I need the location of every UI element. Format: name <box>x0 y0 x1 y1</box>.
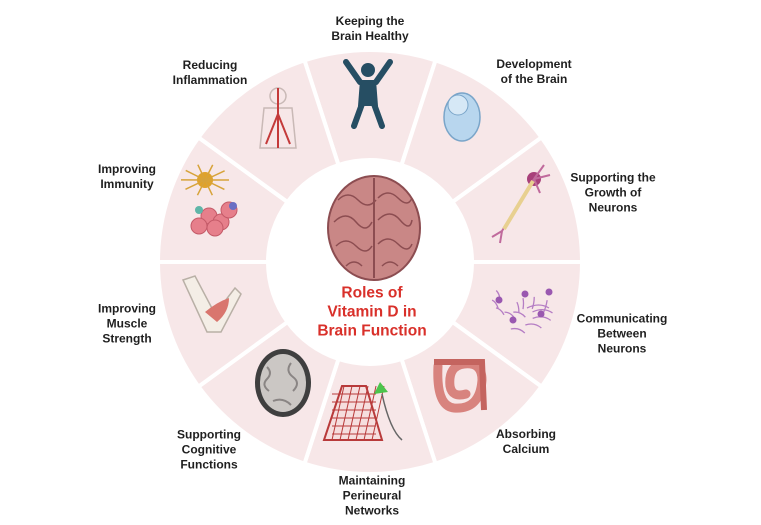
body-vessels-icon <box>259 87 297 149</box>
person-icon <box>343 59 393 129</box>
label-perineural-networks: Maintaining Perineural Networks <box>338 473 406 518</box>
label-muscle-strength: Improving Muscle Strength <box>97 301 157 346</box>
label-development-of-brain: Development of the Brain <box>496 57 572 86</box>
arm-muscle-icon <box>181 275 242 333</box>
brain-scan-icon <box>255 349 311 417</box>
label-cognitive-functions: Supporting Cognitive Functions <box>177 427 241 472</box>
label-growth-of-neurons: Supporting the Growth of Neurons <box>570 170 656 215</box>
label-keeping-brain-healthy: Keeping the Brain Healthy <box>331 14 409 43</box>
perineural-net-icon <box>322 382 403 441</box>
neuron-icon <box>491 164 551 244</box>
neuron-network-icon <box>491 288 553 334</box>
label-communicating-neurons: Communicating Between Neurons <box>576 311 668 356</box>
intestine-icon <box>433 359 487 413</box>
immune-cells-icon <box>180 164 238 237</box>
segment-10 <box>195 57 341 205</box>
center-title: Roles of Vitamin D in Brain Function <box>317 284 427 340</box>
fetus-icon <box>443 92 481 142</box>
label-reducing-inflammation: Reducing Inflammation <box>172 58 248 87</box>
brain-icon <box>327 175 421 281</box>
label-immunity: Improving Immunity <box>97 162 157 191</box>
label-absorbing-calcium: Absorbing Calcium <box>496 427 556 456</box>
